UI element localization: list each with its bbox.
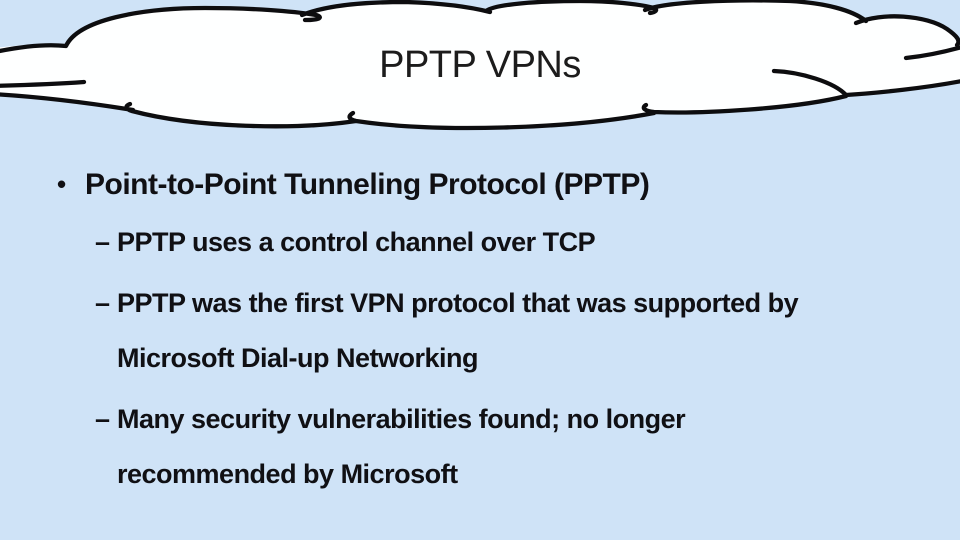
dash-marker: – [95, 227, 110, 257]
sub-bullet-text: Many security vulnerabilities found; no … [117, 392, 686, 502]
slide-title: PPTP VPNs [379, 44, 581, 86]
sub-bullet-line: recommended by Microsoft [117, 459, 458, 489]
sub-bullet-item: – Many security vulnerabilities found; n… [95, 392, 930, 502]
dash-marker: – [95, 288, 110, 318]
sub-bullet-item: – PPTP uses a control channel over TCP [95, 215, 930, 270]
cloud-shape-icon [0, 0, 960, 131]
dash-marker: – [95, 404, 110, 434]
sub-bullet-line: PPTP uses a control channel over TCP [117, 227, 596, 257]
sub-bullet-item: – PPTP was the first VPN protocol that w… [95, 276, 930, 386]
sub-bullet-line: PPTP was the first VPN protocol that was… [117, 288, 799, 318]
sub-bullet-line: Microsoft Dial-up Networking [117, 343, 479, 373]
bullet-item: • Point-to-Point Tunneling Protocol (PPT… [57, 157, 930, 212]
sub-bullet-text: PPTP uses a control channel over TCP [117, 215, 596, 270]
bullet-text: Point-to-Point Tunneling Protocol (PPTP) [85, 168, 650, 201]
sub-bullet-list: – PPTP uses a control channel over TCP –… [95, 215, 930, 502]
sub-bullet-line: Many security vulnerabilities found; no … [117, 404, 686, 434]
sub-bullet-text: PPTP was the first VPN protocol that was… [117, 276, 799, 386]
slide-body: • Point-to-Point Tunneling Protocol (PPT… [57, 157, 930, 502]
bullet-marker: • [57, 169, 66, 199]
title-banner: PPTP VPNs [0, 0, 960, 150]
